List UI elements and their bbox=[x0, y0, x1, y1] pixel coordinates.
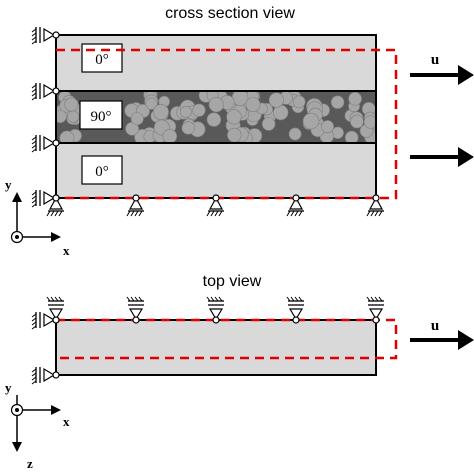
roller-support-icon bbox=[126, 296, 144, 324]
fiber bbox=[162, 129, 178, 143]
deformed-outline-cross-section bbox=[56, 48, 398, 200]
top-view-title: top view bbox=[203, 273, 262, 290]
ply-middle-outline bbox=[55, 90, 377, 144]
ply-label-bottom: 0° bbox=[95, 164, 109, 180]
bottom-pin-supports bbox=[46, 194, 384, 217]
roller-support-icon bbox=[206, 296, 224, 324]
ply-label-top: 0° bbox=[95, 52, 109, 68]
roller-support-icon bbox=[366, 296, 384, 324]
pin-support-icon bbox=[286, 194, 304, 217]
fiber-cross-sections bbox=[56, 91, 376, 143]
fiber bbox=[192, 103, 206, 117]
fiber bbox=[245, 97, 261, 112]
fiber bbox=[363, 115, 376, 129]
fiber bbox=[350, 114, 364, 129]
roller-support-icon bbox=[31, 83, 60, 101]
axis-label-x-cross-section: x bbox=[63, 243, 70, 258]
load-label-top-view: u bbox=[431, 318, 439, 334]
fiber bbox=[320, 120, 334, 134]
roller-support-icon bbox=[31, 367, 60, 385]
fiber bbox=[261, 117, 276, 131]
fiber bbox=[292, 95, 306, 109]
ply-label-box-middle bbox=[79, 100, 123, 130]
axis-triad-top-view bbox=[10, 395, 61, 452]
pin-support-icon bbox=[126, 194, 144, 217]
fiber bbox=[153, 104, 169, 120]
load-arrows-cross-section bbox=[410, 65, 474, 167]
fiber bbox=[330, 95, 345, 109]
pin-support-icon bbox=[366, 194, 384, 217]
roller-support-icon bbox=[31, 135, 60, 153]
fiber bbox=[64, 97, 79, 112]
axis-label-y-top-view: y bbox=[5, 380, 12, 395]
fiber bbox=[206, 112, 222, 127]
fiber bbox=[288, 127, 302, 141]
axis-label-x-top-view: x bbox=[63, 414, 70, 429]
roller-support-icon bbox=[31, 27, 60, 45]
cross-section-title: cross section view bbox=[165, 5, 295, 22]
ply-label-box-top bbox=[81, 43, 123, 73]
top-edge-roller-supports bbox=[46, 296, 384, 324]
load-arrow-top-view bbox=[410, 330, 474, 350]
pin-support-icon bbox=[206, 194, 224, 217]
ply-label-middle: 90° bbox=[91, 109, 112, 125]
fiber bbox=[181, 121, 195, 135]
roller-support-icon bbox=[46, 296, 64, 324]
fiber bbox=[268, 92, 285, 108]
fiber bbox=[179, 106, 192, 118]
deformed-outline-top-view bbox=[56, 318, 398, 360]
left-roller-supports bbox=[31, 27, 60, 208]
fiber bbox=[348, 92, 362, 106]
fiber bbox=[208, 97, 224, 113]
fiber bbox=[344, 130, 359, 143]
fiber bbox=[130, 112, 144, 126]
axis-label-z-top-view: z bbox=[27, 456, 33, 471]
top-view-plate bbox=[55, 319, 377, 376]
fiber bbox=[145, 97, 158, 110]
fiber bbox=[226, 109, 242, 125]
fiber bbox=[56, 109, 67, 124]
pin-support-icon bbox=[46, 194, 64, 217]
fiber bbox=[227, 127, 242, 143]
axis-label-y-cross-section: y bbox=[5, 177, 12, 192]
load-label-cross-section: u bbox=[431, 52, 439, 68]
ply-label-box-bottom bbox=[81, 155, 123, 185]
axis-triad-cross-section bbox=[10, 192, 61, 244]
cross-section-view: cross section view 0° 90° 0° u bbox=[5, 5, 474, 258]
fiber bbox=[59, 130, 75, 143]
top-view: top view u y x z bbox=[5, 273, 474, 471]
roller-support-icon bbox=[286, 296, 304, 324]
fiber bbox=[302, 112, 320, 130]
fiber bbox=[67, 110, 80, 123]
